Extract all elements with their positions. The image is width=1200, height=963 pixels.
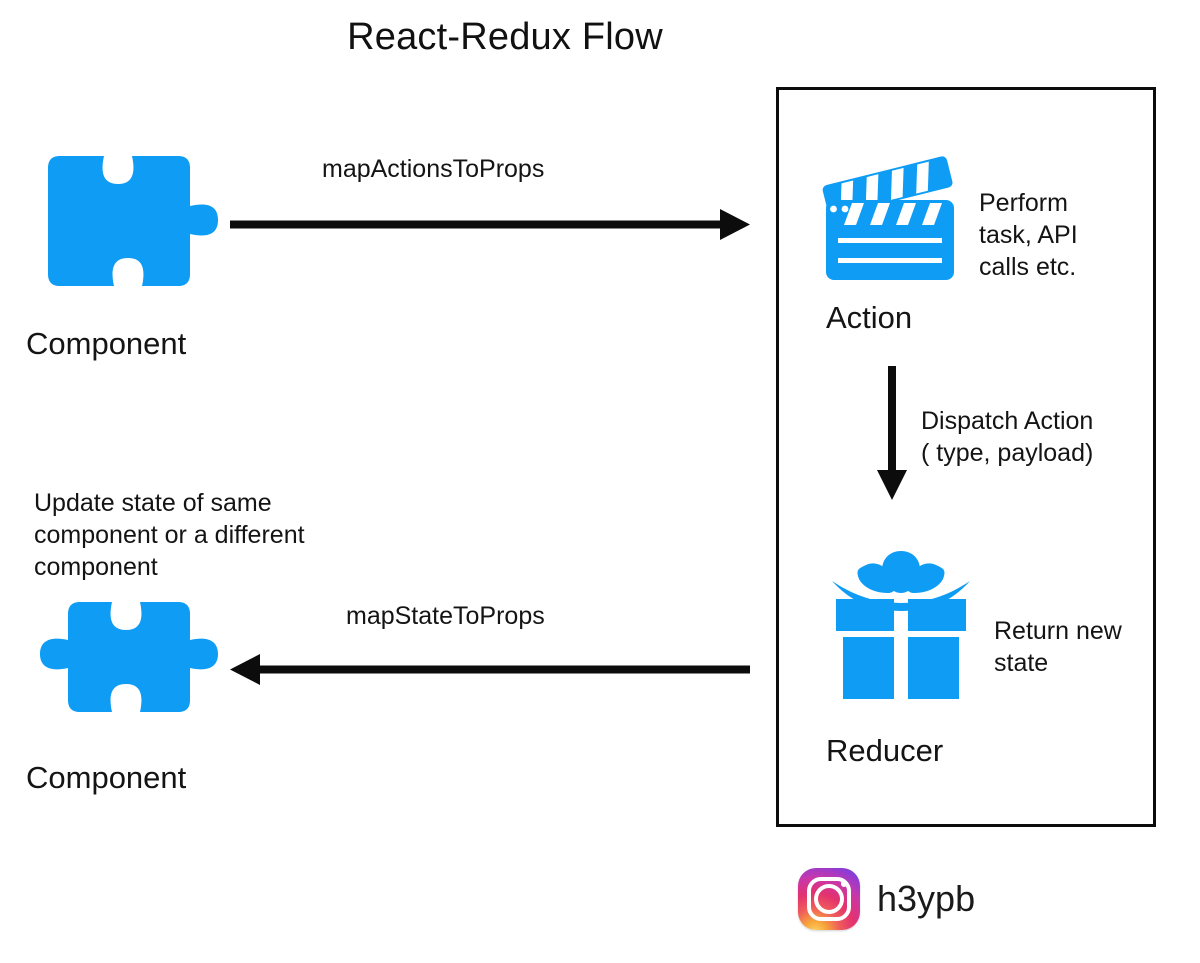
reducer-title: Reducer <box>826 733 944 768</box>
action-note: Perform task, API calls etc. <box>979 189 1078 281</box>
arrow-down-dispatch <box>868 362 918 504</box>
dispatch-action-label: Dispatch Action ( type, payload) <box>921 407 1094 467</box>
arrow-right-map-actions <box>228 205 752 245</box>
puzzle-piece-icon <box>28 596 224 727</box>
instagram-frame <box>807 877 851 921</box>
component-top-label: Component <box>26 326 187 361</box>
instagram-lens <box>814 884 844 914</box>
puzzle-piece-icon <box>38 150 224 325</box>
action-title: Action <box>826 300 913 335</box>
update-state-note: Update state of same component or a diff… <box>34 489 305 581</box>
redux-container-box <box>776 87 1156 827</box>
component-bottom-label: Component <box>26 760 187 795</box>
instagram-dot <box>840 880 847 887</box>
footer-credit: h3ypb <box>798 868 975 930</box>
gift-box-icon <box>826 545 976 710</box>
map-state-to-props-label: mapStateToProps <box>346 602 545 630</box>
map-actions-to-props-label: mapActionsToProps <box>322 155 545 183</box>
instagram-handle: h3ypb <box>877 878 976 919</box>
clapperboard-icon <box>820 148 960 293</box>
instagram-icon[interactable] <box>798 868 860 930</box>
reducer-note: Return new state <box>994 617 1122 677</box>
page-title: React-Redux Flow <box>347 16 663 58</box>
arrow-left-map-state <box>228 650 752 690</box>
